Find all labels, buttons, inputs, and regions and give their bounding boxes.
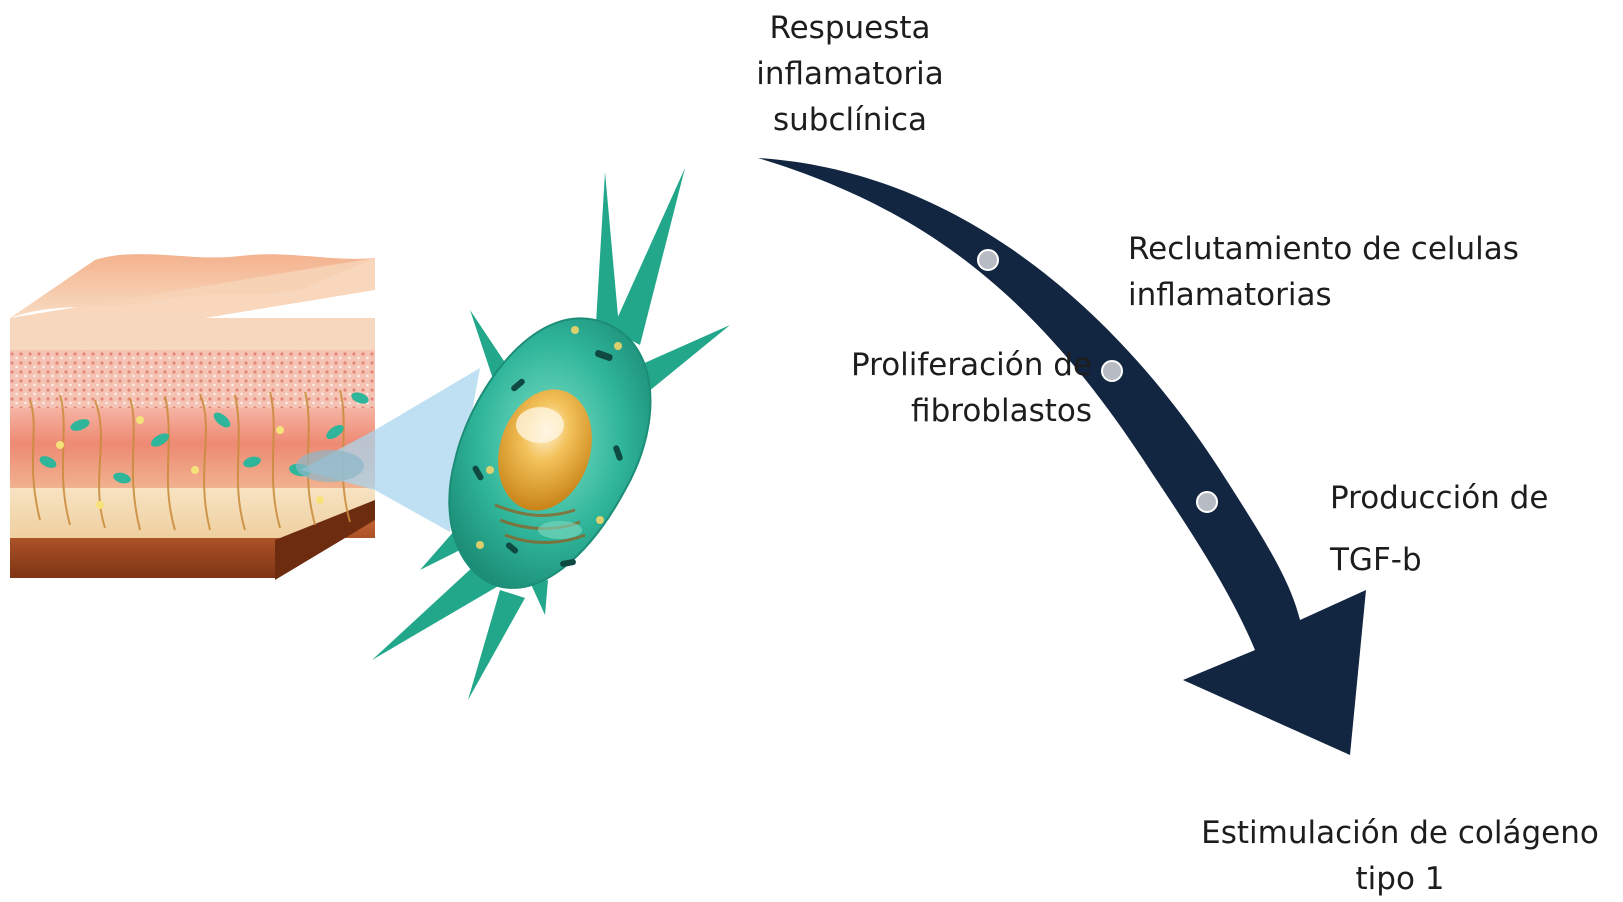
label-line: TGF-b xyxy=(1330,529,1548,591)
label-proliferacion-fibroblastos: Proliferación de fibroblastos xyxy=(780,342,1092,434)
label-produccion-tgf: Producción de TGF-b xyxy=(1330,467,1548,591)
label-respuesta-inflamatoria: Respuesta inflamatoria subclínica xyxy=(720,5,980,143)
label-line: fibroblastos xyxy=(780,388,1092,434)
label-line: Producción de xyxy=(1330,467,1548,529)
label-line: inflamatoria xyxy=(720,51,980,97)
label-reclutamiento-celulas: Reclutamiento de celulas inflamatorias xyxy=(1128,226,1519,318)
label-line: Reclutamiento de celulas xyxy=(1128,226,1519,272)
label-line: Respuesta xyxy=(720,5,980,51)
arrow-dot-1 xyxy=(978,250,998,270)
arrow-dot-2 xyxy=(1102,361,1122,381)
label-line: Estimulación de colágeno xyxy=(1180,810,1620,856)
skin-cross-section-icon xyxy=(10,254,375,580)
arrow-dot-3 xyxy=(1197,492,1217,512)
label-line: inflamatorias xyxy=(1128,272,1519,318)
label-line: subclínica xyxy=(720,97,980,143)
label-line: Proliferación de xyxy=(780,342,1092,388)
label-estimulacion-colageno: Estimulación de colágeno tipo 1 xyxy=(1180,810,1620,902)
label-line: tipo 1 xyxy=(1180,856,1620,902)
epidermis-layer xyxy=(10,318,375,350)
